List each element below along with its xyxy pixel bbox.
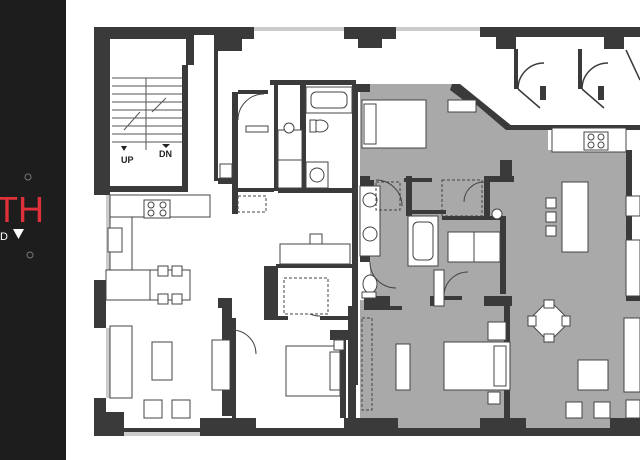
armchair [625, 399, 640, 419]
coffee-table [151, 341, 173, 381]
stool [157, 293, 169, 305]
island-extension [149, 269, 191, 301]
chair [543, 299, 555, 309]
cooktop [143, 199, 171, 219]
media-console [211, 339, 231, 391]
chair [561, 315, 571, 327]
sink [309, 167, 325, 183]
screw-icon [26, 251, 34, 259]
stairwell: UP DN [106, 35, 188, 195]
armchair [565, 401, 583, 419]
pillows [493, 345, 507, 387]
dryer [277, 159, 303, 189]
sidebar-panel [0, 0, 66, 460]
sign-text: TH [0, 189, 44, 230]
closet-outlines [237, 179, 483, 217]
dresser [395, 343, 411, 391]
dining-table [527, 299, 571, 343]
stool [545, 225, 557, 237]
sign-badge: TH D [0, 173, 44, 259]
closet [283, 277, 329, 315]
tub-basin [412, 221, 434, 261]
burner-icon [597, 133, 605, 141]
tub-basin [310, 91, 348, 109]
nightstand [487, 321, 507, 341]
highlighted-unit-fixtures [359, 99, 640, 419]
screw-icon [24, 173, 32, 181]
stairs-down-label: DN [159, 149, 172, 159]
triangle-down-icon [13, 229, 24, 239]
chair [527, 315, 537, 327]
dresser [447, 99, 477, 113]
kitchen-sink [107, 227, 123, 253]
left-unit-fixtures [105, 86, 353, 419]
washer [277, 129, 303, 161]
stool [157, 265, 169, 277]
burner-icon [159, 209, 167, 217]
water-heater [283, 122, 295, 134]
burner-icon [587, 141, 595, 149]
arrow-up-icon [121, 146, 127, 151]
chair [543, 333, 555, 343]
sink [362, 226, 378, 242]
arrow-down-icon [162, 144, 170, 148]
stool [171, 265, 183, 277]
closet-pillar [219, 163, 233, 179]
armchair [171, 399, 191, 419]
counter-edge [625, 239, 640, 297]
burner-icon [597, 141, 605, 149]
neighbor-unit-walls [514, 49, 640, 109]
kitchen-island [561, 181, 589, 253]
burner-icon [159, 201, 167, 209]
burner-icon [147, 209, 155, 217]
armchair [593, 401, 611, 419]
sink [362, 192, 378, 208]
sofa [109, 325, 133, 399]
toilet-tank [361, 291, 377, 299]
sofa [623, 317, 640, 393]
kitchen-island [105, 269, 157, 301]
toilet-tank [309, 119, 317, 133]
armchair [143, 399, 163, 419]
cooktop-edge [625, 195, 640, 217]
stool [171, 293, 183, 305]
burner-icon [147, 201, 155, 209]
closet [361, 317, 373, 411]
shelf [433, 269, 445, 307]
water-heater [491, 208, 503, 220]
cooktop [583, 131, 609, 151]
toilet [362, 274, 378, 294]
shelf [245, 125, 269, 133]
desk [279, 243, 351, 265]
stool [545, 211, 557, 223]
sign-sub-text: D [0, 231, 8, 243]
burner-icon [587, 133, 595, 141]
pillows [363, 103, 377, 145]
nightstand [333, 339, 345, 351]
pillows [329, 351, 341, 391]
coffee-table [577, 359, 609, 391]
desk-chair [309, 233, 323, 245]
stairs-up-label: UP [121, 155, 134, 165]
nightstand [487, 391, 501, 405]
stool [545, 197, 557, 209]
